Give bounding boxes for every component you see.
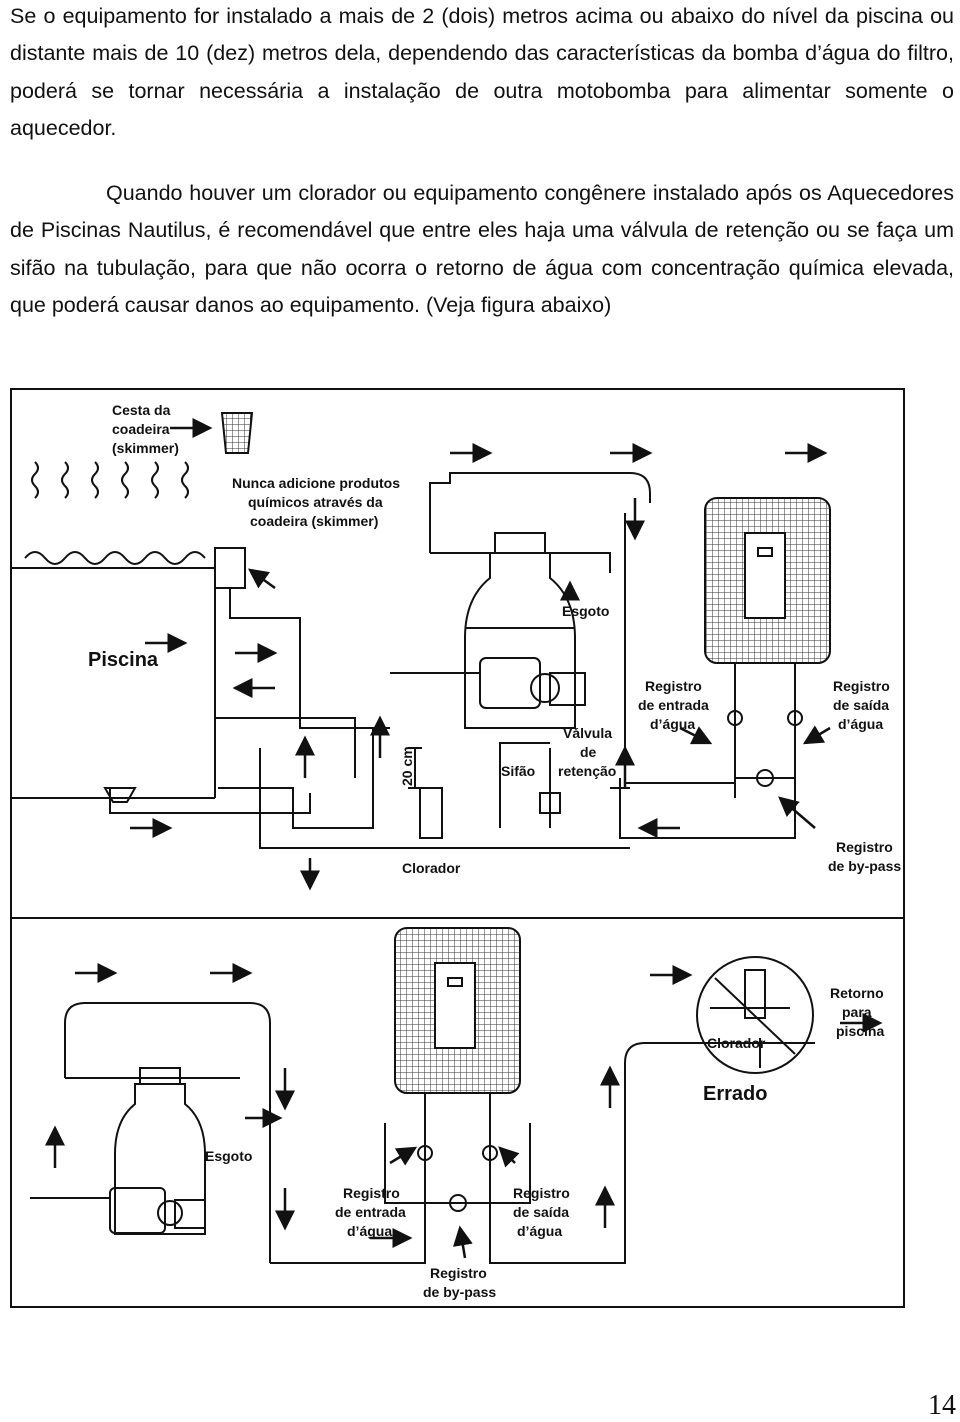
page-number: 14 — [928, 1390, 956, 1421]
pump-bottom — [109, 1187, 206, 1234]
label-check-valve-line2: de — [580, 744, 597, 760]
label-inlet-valve-bottom-line3: d’água — [347, 1223, 392, 1239]
sand-filter-bottom — [114, 1067, 206, 1235]
label-inlet-valve-top-line3: d’água — [650, 716, 695, 732]
label-outlet-valve-top-line2: de saída — [833, 697, 889, 713]
skimmer-basket-icon — [220, 412, 254, 454]
label-check-valve-line1: Válvula — [563, 725, 612, 741]
bypass-valve — [756, 769, 774, 787]
label-chlorinator-top: Clorador — [402, 860, 461, 876]
sand-filter — [464, 532, 576, 729]
label-warning-line3: coadeira (skimmer) — [250, 513, 378, 529]
label-drain-bottom: Esgoto — [205, 1148, 252, 1164]
label-chlorinator-bottom: Clorador — [707, 1035, 766, 1051]
return-pipe — [215, 717, 356, 778]
pool — [11, 461, 216, 799]
installation-diagram: Cesta da coadeira (skimmer) Nunca adicio… — [10, 388, 905, 1308]
heat-pump-heater-bottom — [394, 927, 521, 1094]
label-outlet-valve-top-line3: d’água — [838, 716, 883, 732]
label-return-line2: para — [842, 1004, 872, 1020]
label-inlet-valve-top-line1: Registro — [645, 678, 702, 694]
bottom-diagram — [30, 927, 815, 1264]
label-check-valve-line3: retenção — [558, 763, 616, 779]
label-inlet-valve-top-line2: de entrada — [638, 697, 709, 713]
label-inlet-valve-bottom-line1: Registro — [343, 1185, 400, 1201]
dimension-20cm — [408, 747, 422, 789]
label-skimmer-line2: coadeira — [112, 421, 170, 437]
label-outlet-valve-bottom-line1: Registro — [513, 1185, 570, 1201]
main-drain — [103, 787, 137, 803]
paragraph-install-distance: Se o equipamento for instalado a mais de… — [10, 4, 954, 140]
heat-pump-heater — [704, 497, 831, 664]
label-outlet-valve-top-line1: Registro — [833, 678, 890, 694]
inlet-valve — [727, 710, 743, 726]
label-inlet-valve-bottom-line2: de entrada — [335, 1204, 406, 1220]
top-diagram — [11, 412, 831, 849]
paragraph-chlorinator-note: Quando houver um clorador ou equipamento… — [10, 175, 954, 324]
label-warning-line2: químicos através da — [248, 494, 383, 510]
label-bypass-bottom-line2: de by-pass — [423, 1284, 496, 1300]
label-pool: Piscina — [88, 649, 159, 671]
label-outlet-valve-bottom-line2: de saída — [513, 1204, 569, 1220]
flow-arrows-bottom — [45, 963, 883, 1259]
flow-arrows-top — [130, 418, 831, 891]
check-valve — [539, 792, 561, 814]
skimmer-box — [214, 547, 246, 589]
paragraph-chlorinator-text: Quando houver um clorador ou equipamento… — [10, 181, 954, 317]
outlet-valve — [787, 710, 803, 726]
wrong-install-slash — [714, 977, 796, 1055]
outlet-valve-bottom — [482, 1145, 498, 1161]
label-return-line3: piscina — [836, 1023, 884, 1039]
label-drain-top: Esgoto — [562, 603, 609, 619]
inlet-valve-bottom — [417, 1145, 433, 1161]
figure-border — [10, 388, 905, 1308]
label-height-20cm: 20 cm — [399, 746, 415, 786]
wrong-install-circle — [696, 956, 814, 1074]
suction-pipe — [109, 588, 390, 829]
bottom-piping — [30, 1002, 815, 1264]
chlorinator-bottom — [744, 969, 766, 1019]
chlorinator — [419, 787, 443, 839]
heater-piping — [259, 513, 796, 849]
label-bypass-top-line1: Registro — [836, 839, 893, 855]
label-outlet-valve-bottom-line3: d’água — [517, 1223, 562, 1239]
label-wrong: Errado — [703, 1083, 767, 1105]
label-bypass-top-line2: de by-pass — [828, 858, 901, 874]
bypass-valve-bottom — [449, 1194, 467, 1212]
label-skimmer-line1: Cesta da — [112, 402, 171, 418]
label-siphon: Sifão — [501, 763, 535, 779]
label-skimmer-line3: (skimmer) — [112, 440, 179, 456]
label-return-line1: Retorno — [830, 985, 884, 1001]
filter-outlet-pipe — [390, 472, 651, 674]
label-warning-line1: Nunca adicione produtos — [232, 475, 400, 491]
pump — [479, 657, 586, 709]
label-bypass-bottom-line1: Registro — [430, 1265, 487, 1281]
